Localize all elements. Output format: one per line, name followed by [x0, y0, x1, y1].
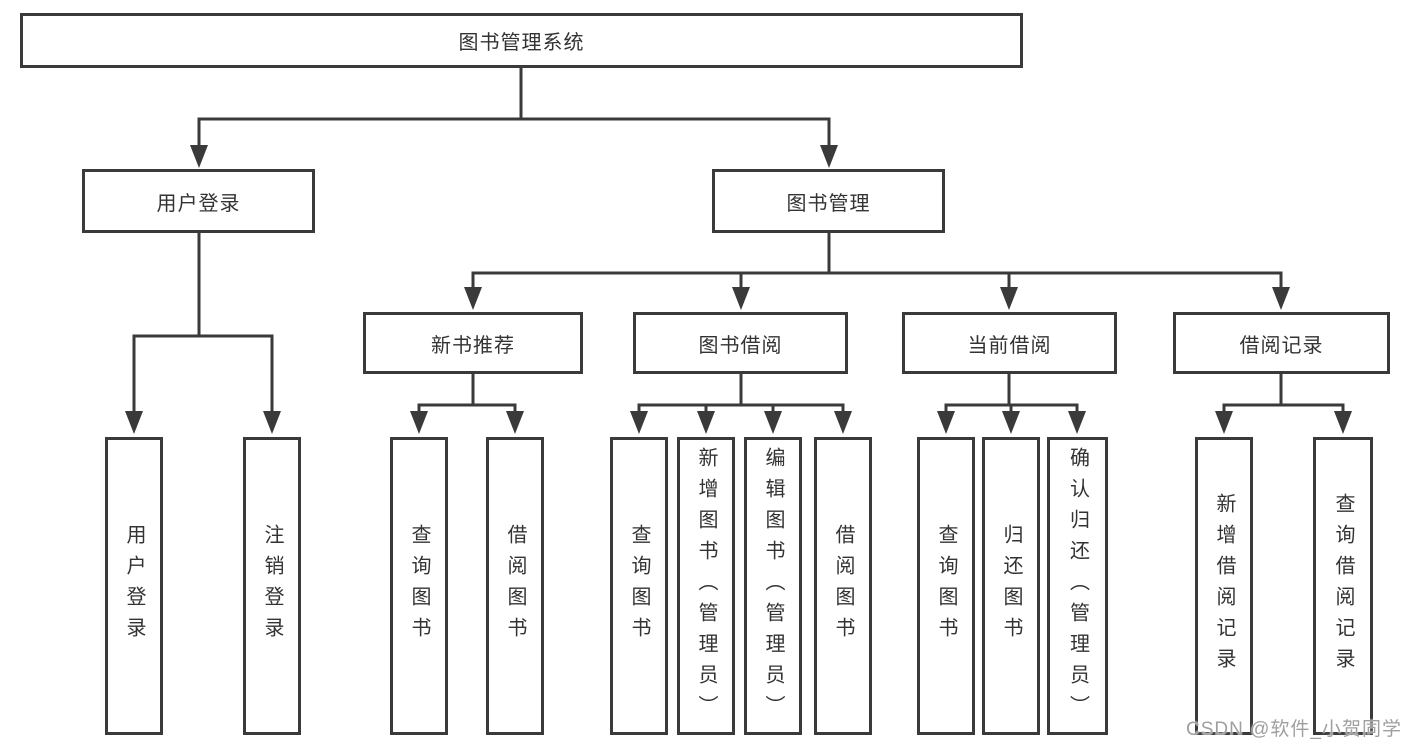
- leaf-logout: 注销登录: [243, 437, 301, 735]
- connector-records-branch: [1222, 403, 1345, 414]
- node-label: 用户登录: [156, 192, 241, 215]
- arrowhead-icon: [506, 411, 524, 434]
- leaf-edit-book-admin: 编辑图书（管理员）: [744, 437, 802, 735]
- leaf-query-book-recommend: 查询图书: [390, 437, 448, 735]
- node-label: 借阅图书: [832, 524, 854, 648]
- arrowhead-icon: [1002, 411, 1020, 434]
- arrowhead-icon: [764, 411, 782, 434]
- node-label: 注销登录: [261, 524, 283, 648]
- leaf-confirm-return-admin: 确认归还（管理员）: [1047, 437, 1108, 735]
- connector-bookborrow-branch: [637, 403, 845, 414]
- node-label: 编辑图书（管理员）: [762, 446, 784, 726]
- node-label: 当前借阅: [967, 334, 1052, 357]
- csdn-watermark: CSDN @软件_小贺同学: [1186, 719, 1402, 740]
- arrowhead-icon: [937, 411, 955, 434]
- node-label: 新增借阅记录: [1213, 493, 1235, 679]
- arrowhead-icon: [1068, 411, 1086, 434]
- connector-newbook-branch: [417, 403, 517, 414]
- node-label: 借阅图书: [504, 524, 526, 648]
- arrowhead-icon: [697, 411, 715, 434]
- leaf-add-borrow-record: 新增借阅记录: [1195, 437, 1253, 735]
- arrowhead-icon: [820, 145, 838, 168]
- leaf-add-book-admin: 新增图书（管理员）: [677, 437, 735, 735]
- leaf-return-book: 归还图书: [982, 437, 1040, 735]
- node-label: 新书推荐: [431, 334, 515, 357]
- node-label: 归还图书: [1000, 524, 1022, 648]
- arrowhead-icon: [125, 411, 143, 434]
- node-label: 查询图书: [628, 524, 650, 648]
- node-book-borrow: 图书借阅: [633, 312, 848, 374]
- arrowhead-icon: [410, 411, 428, 434]
- leaf-user-login: 用户登录: [105, 437, 163, 735]
- node-borrow-records: 借阅记录: [1173, 312, 1390, 374]
- leaf-query-book-current: 查询图书: [917, 437, 975, 735]
- arrowhead-icon: [190, 145, 208, 168]
- arrowhead-icon: [630, 411, 648, 434]
- arrowhead-icon: [1000, 287, 1018, 310]
- node-book-management: 图书管理: [712, 169, 945, 233]
- leaf-query-book-borrow: 查询图书: [610, 437, 668, 735]
- node-label: 确认归还（管理员）: [1066, 446, 1089, 726]
- node-new-book-recommend: 新书推荐: [363, 312, 583, 374]
- node-label: 查询图书: [408, 524, 430, 648]
- leaf-borrow-book: 借阅图书: [814, 437, 872, 735]
- arrowhead-icon: [1272, 287, 1290, 310]
- arrowhead-icon: [1215, 411, 1233, 434]
- arrowhead-icon: [1334, 411, 1352, 434]
- arrowhead-icon: [732, 287, 750, 310]
- node-label: 图书借阅: [698, 334, 783, 357]
- arrowhead-icon: [464, 287, 482, 310]
- node-label: 新增图书（管理员）: [695, 446, 717, 726]
- leaf-borrow-book-recommend: 借阅图书: [486, 437, 544, 735]
- connector-userlogin-branch: [132, 334, 274, 414]
- node-label: 借阅记录: [1239, 334, 1324, 357]
- node-user-login: 用户登录: [82, 169, 315, 233]
- node-label: 查询借阅记录: [1332, 493, 1354, 679]
- node-root-system: 图书管理系统: [20, 13, 1023, 68]
- node-label: 图书管理系统: [458, 32, 585, 54]
- node-label: 用户登录: [123, 524, 145, 648]
- node-current-borrow: 当前借阅: [902, 312, 1117, 374]
- node-label: 图书管理: [786, 192, 871, 215]
- leaf-query-borrow-record: 查询借阅记录: [1313, 437, 1373, 735]
- arrowhead-icon: [834, 411, 852, 434]
- node-label: 查询图书: [935, 524, 957, 648]
- connector-level3-branch: [471, 271, 1283, 290]
- connector-level2-branch: [197, 117, 831, 148]
- arrowhead-icon: [263, 411, 281, 434]
